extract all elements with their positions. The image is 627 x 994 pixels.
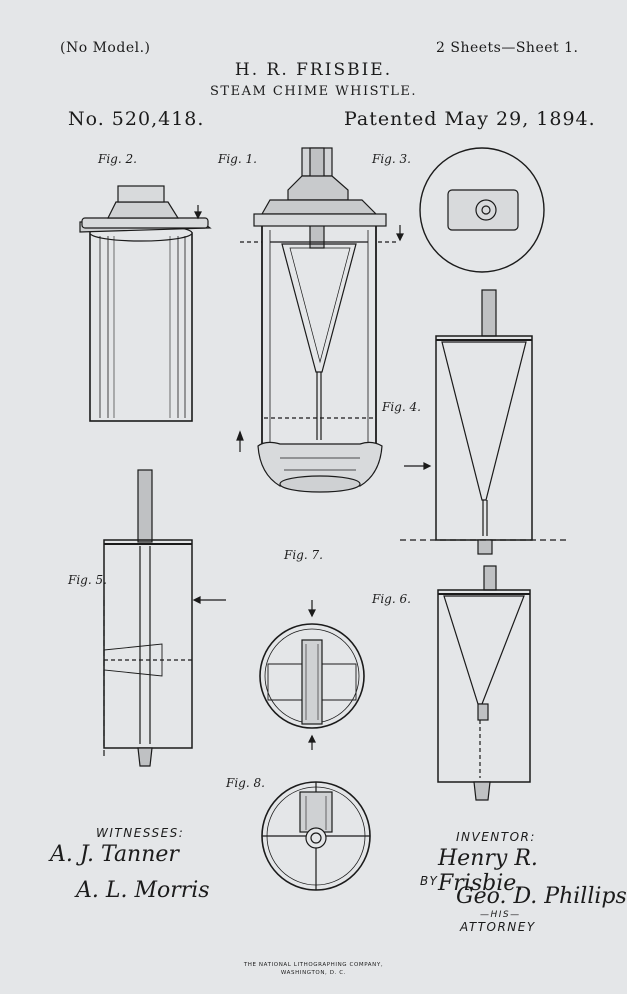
model-note: (No Model.) (60, 40, 151, 56)
inventor-label: INVENTOR: (456, 830, 536, 844)
printer-line-1: THE NATIONAL LITHOGRAPHING COMPANY, (243, 962, 384, 968)
patent-title: STEAM CHIME WHISTLE. (210, 84, 417, 99)
witnesses-label: WITNESSES: (96, 826, 185, 840)
patent-number: No. 520,418. (68, 108, 205, 130)
fig6-drawing (437, 565, 531, 801)
fig3-label: Fig. 3. (372, 152, 411, 166)
fig1-label: Fig. 1. (218, 152, 257, 166)
fig4-drawing (400, 289, 570, 555)
printer-line-2: WASHINGTON, D. C. (280, 970, 347, 976)
fig2-label: Fig. 2. (98, 152, 137, 166)
attorney-signature: Geo. D. Phillips (456, 884, 627, 909)
fig7-drawing (259, 600, 365, 750)
witness-2-signature: A. L. Morris (76, 878, 210, 903)
fig4-label: Fig. 4. (382, 400, 421, 414)
fig5-drawing (103, 469, 226, 767)
fig6-label: Fig. 6. (372, 592, 411, 606)
inventor-name: H. R. FRISBIE. (234, 60, 393, 80)
fig3-drawing (419, 147, 545, 273)
fig5-label: Fig. 5. (68, 573, 107, 587)
patent-date: Patented May 29, 1894. (344, 108, 596, 130)
inventor-signature: Henry R. Frisbie. (438, 846, 538, 896)
fig1-drawing (236, 147, 404, 493)
fig2-drawing (79, 185, 212, 422)
by-label: BY (420, 874, 439, 888)
fig7-label: Fig. 7. (284, 548, 323, 562)
his-label: —HIS— (480, 910, 521, 920)
attorney-label: ATTORNEY (460, 920, 536, 934)
sheet-count: 2 Sheets—Sheet 1. (436, 40, 579, 56)
witness-1-signature: A. J. Tanner (50, 842, 179, 867)
fig8-drawing (261, 781, 371, 891)
fig8-label: Fig. 8. (226, 776, 265, 790)
